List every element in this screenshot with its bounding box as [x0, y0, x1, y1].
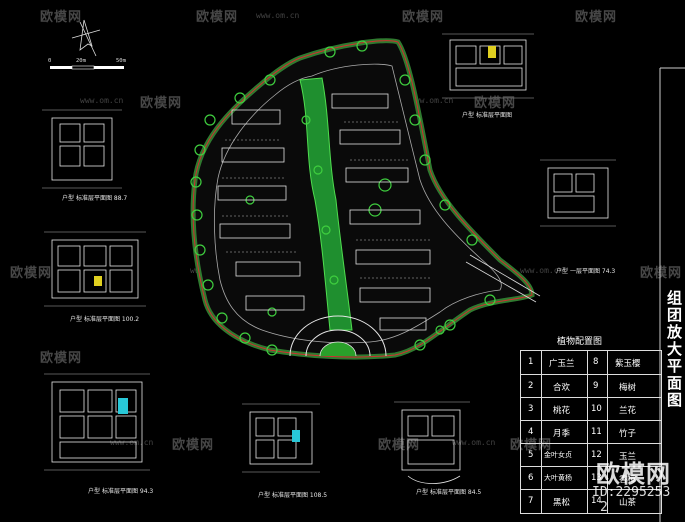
- floor-plan-caption: 户型 标准层平面图 100.2: [70, 316, 140, 323]
- scale-label-20: 20m: [76, 58, 86, 64]
- planting-row: 1 广玉兰 8 紫玉樱: [521, 351, 661, 374]
- scale-bar: [50, 65, 124, 70]
- watermark-url: www.om.cn: [520, 266, 564, 275]
- floor-plan-2: [44, 231, 146, 307]
- floor-plan-caption: 户型 标准层平面图 94.3: [88, 488, 154, 495]
- planting-row: 7 黑松 14 山茶: [521, 489, 661, 513]
- planting-row: 3 桃花 10 兰花: [521, 397, 661, 421]
- floor-plan-caption: 户型 一层平面图 74.3: [556, 268, 616, 275]
- watermark-logo: 欧模网: [172, 438, 215, 453]
- watermark-logo: 欧模网: [10, 266, 53, 281]
- site-buildings: [217, 93, 431, 331]
- watermark-url: www.om.cn: [80, 96, 124, 105]
- floor-plan-caption: 户型 标准层平面图 84.5: [416, 489, 482, 496]
- brand-logo: 欧模网: [596, 460, 671, 488]
- scale-label-50: 50m: [116, 58, 126, 64]
- planting-table: 1 广玉兰 8 紫玉樱 2 合欢 9 梅树 3 桃花 10 兰花 4 月季 11…: [520, 350, 662, 514]
- watermark-logo: 欧模网: [40, 351, 83, 366]
- brand-id: ID:2295253 2: [592, 485, 671, 515]
- floor-plan-7: [442, 33, 534, 99]
- site-plan: [190, 38, 541, 360]
- watermark-logo: 欧模网: [196, 10, 239, 25]
- watermark-url: www.om.cn: [452, 438, 496, 447]
- watermark-url: www.om.cn: [256, 11, 300, 20]
- watermark-logo: 欧模网: [474, 96, 517, 111]
- floor-plan-6: [540, 159, 616, 227]
- watermark-logo: 欧模网: [40, 10, 83, 25]
- planting-table-title: 植物配置图: [557, 337, 603, 347]
- floor-plan-1: [42, 109, 122, 189]
- watermark-logo: 欧模网: [140, 96, 183, 111]
- floor-plan-3: [44, 373, 150, 471]
- floor-plan-5: [394, 401, 470, 484]
- planting-row: 5 金叶女贞 12 玉兰: [521, 443, 661, 467]
- scale-label-0: 0: [48, 58, 52, 64]
- floor-plan-4: [242, 403, 320, 473]
- north-arrow-icon: [71, 19, 101, 57]
- watermark-logo: 欧模网: [402, 10, 445, 25]
- drawing-title: 组团放大平面图: [667, 289, 683, 409]
- watermark-logo: 欧模网: [575, 10, 618, 25]
- floor-plan-caption: 户型 标准层平面图 108.5: [258, 492, 328, 499]
- floor-plan-caption: 户型 标准层平面图 88.7: [62, 195, 128, 202]
- planting-row: 4 月季 11 竹子: [521, 420, 661, 444]
- watermark-url: www.om.cn: [110, 438, 154, 447]
- planting-row: 6 大叶黄杨 13 香樟: [521, 466, 661, 490]
- watermark-url: www.om.cn: [410, 96, 454, 105]
- parking-stripes: [222, 121, 432, 279]
- watermark-logo: 欧模网: [378, 438, 421, 453]
- site-trees: [190, 40, 496, 356]
- watermark-logo: 欧模网: [640, 266, 683, 281]
- floor-plan-caption: 户型 标准层平面图: [462, 112, 512, 119]
- planting-row: 2 合欢 9 梅树: [521, 374, 661, 398]
